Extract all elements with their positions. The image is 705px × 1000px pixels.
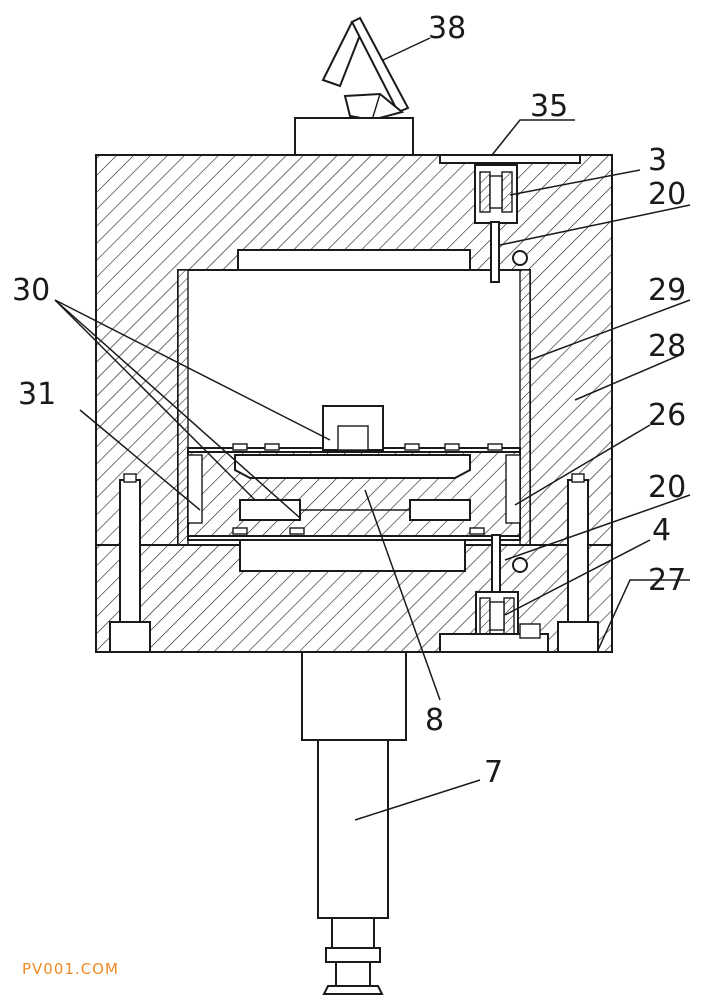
- top-boss: [294, 117, 414, 157]
- leader-lines: [54, 37, 691, 821]
- callout-20-upper: 20: [648, 177, 686, 212]
- top-handle-38: [321, 16, 410, 122]
- liner-29-left: [177, 269, 189, 546]
- callout-31: 31: [18, 377, 56, 412]
- callout-27: 27: [648, 563, 686, 598]
- cylinder-7: [301, 651, 407, 995]
- callout-28: 28: [648, 329, 686, 364]
- upper-valve-3: [474, 164, 528, 283]
- lower-valve-4: [439, 534, 549, 653]
- callout-38: 38: [428, 11, 466, 46]
- platen-assembly: [187, 405, 521, 541]
- top-plate-35: [439, 154, 581, 164]
- callout-3: 3: [648, 143, 667, 178]
- callout-7: 7: [484, 755, 503, 790]
- callout-8: 8: [425, 703, 444, 738]
- left-bolt: [109, 473, 151, 653]
- callout-35: 35: [530, 89, 568, 124]
- ceiling-plate: [237, 249, 471, 271]
- callout-30: 30: [12, 273, 50, 308]
- callout-29: 29: [648, 273, 686, 308]
- callout-26: 26: [648, 398, 686, 433]
- callout-labels: 38 35 3 20 30 29 28 31 26 20 4 27 8 7: [12, 11, 686, 790]
- callout-20-lower: 20: [648, 470, 686, 505]
- right-bolt: [557, 473, 599, 653]
- liner-29-right: [519, 269, 531, 546]
- watermark: PV001.COM: [22, 960, 119, 978]
- callout-4: 4: [652, 513, 671, 548]
